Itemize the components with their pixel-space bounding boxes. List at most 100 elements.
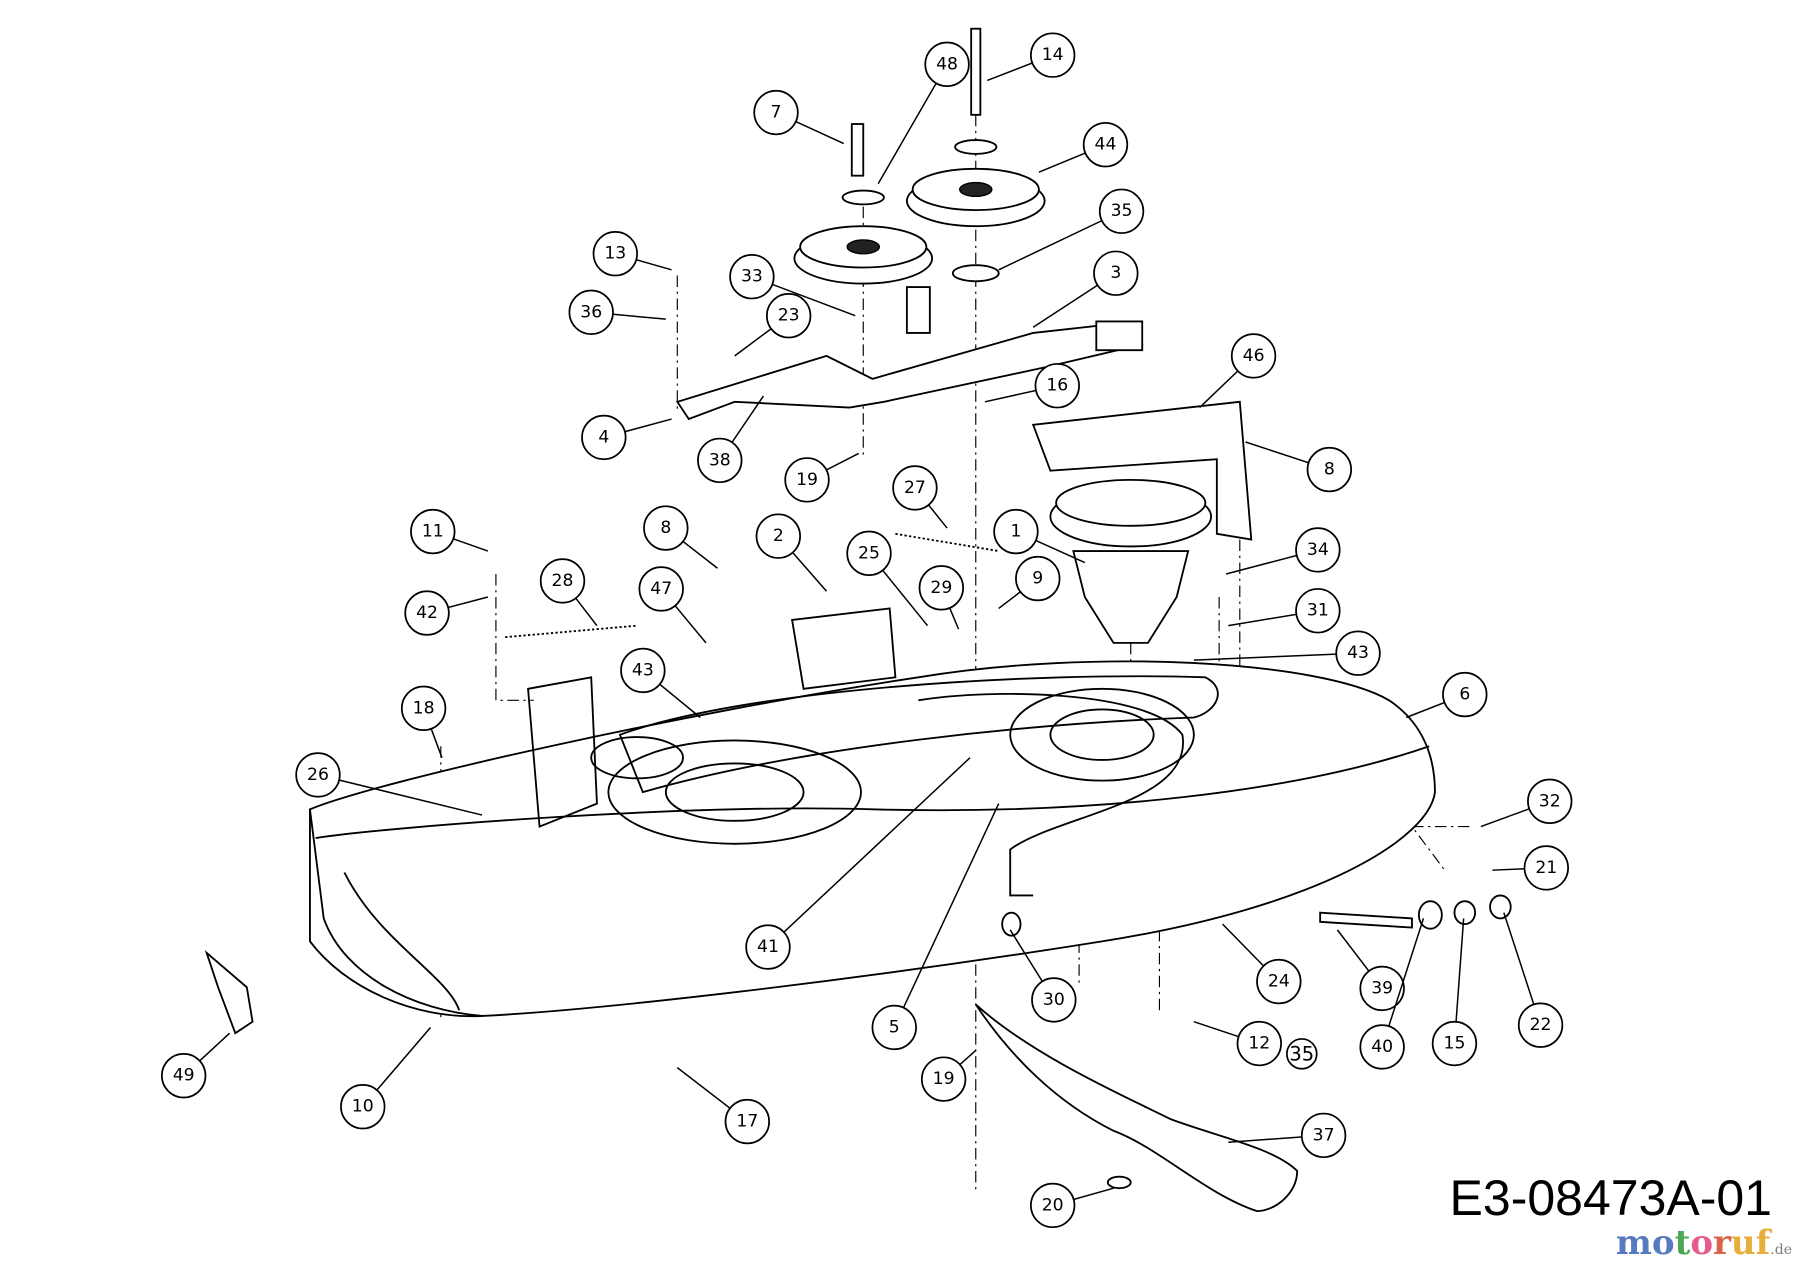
callout-circle <box>1359 965 1405 1012</box>
callout-number: 8 <box>660 518 671 538</box>
callout-circle <box>1015 555 1061 602</box>
callout-number: 3 <box>1110 263 1121 283</box>
callout-circle <box>1256 958 1302 1005</box>
callout-23: 23 <box>765 293 812 339</box>
logo-letter: r <box>1713 1223 1731 1263</box>
callout-number: 17 <box>736 1112 758 1132</box>
callout-number: 43 <box>1347 643 1369 663</box>
callout-circle <box>1523 845 1569 891</box>
callout-41: 41 <box>745 924 791 970</box>
leader-line <box>877 63 948 185</box>
callout-1: 1 <box>993 508 1039 555</box>
callout-40: 40 <box>1359 1024 1405 1070</box>
callout-circle <box>1335 630 1381 676</box>
callout-number: 25 <box>858 543 880 563</box>
callout-number: 37 <box>1313 1125 1335 1145</box>
leader-line <box>317 774 483 816</box>
callout-circle <box>400 685 447 731</box>
callout-circle <box>1300 1112 1347 1159</box>
callout-circle <box>924 41 970 87</box>
callout-circle <box>1093 250 1139 296</box>
callout-number: 16 <box>1046 376 1068 396</box>
callout-number: 26 <box>307 765 329 785</box>
callout-number: 33 <box>741 267 763 287</box>
callout-number: 31 <box>1307 601 1329 621</box>
callout-circle <box>539 558 586 604</box>
callout-number: 18 <box>413 698 435 718</box>
leader-line <box>998 210 1122 271</box>
callout-number: 48 <box>936 54 958 74</box>
callout-number: 27 <box>904 478 926 498</box>
callout-15: 15 <box>1431 1020 1478 1067</box>
callout-43: 43 <box>620 647 666 694</box>
callout-49: 49 <box>161 1052 207 1099</box>
callout-number: 24 <box>1268 972 1290 992</box>
callout-number: 29 <box>930 578 952 598</box>
callout-number: 40 <box>1371 1037 1393 1057</box>
callout-5: 5 <box>871 1004 917 1051</box>
callout-circle <box>161 1052 207 1099</box>
callout-circle <box>1295 527 1341 573</box>
watermark-logo: motoruf.de <box>1616 1223 1792 1270</box>
callout-number: 13 <box>604 244 626 264</box>
callout-circle <box>620 647 666 694</box>
callout-circle <box>729 254 775 300</box>
callout-circle <box>1527 778 1573 824</box>
callout-circle <box>1031 977 1077 1023</box>
callout-12: 12 <box>1236 1020 1282 1067</box>
callout-circle <box>892 465 938 511</box>
callout-44: 44 <box>1082 122 1129 168</box>
callout-number: 11 <box>422 522 444 542</box>
callout-circle <box>697 437 743 484</box>
callout-circle <box>846 530 892 577</box>
callout-circle <box>1286 1038 1318 1070</box>
callout-43: 43 <box>1335 630 1381 676</box>
callout-16: 16 <box>1034 363 1080 409</box>
callout-36: 36 <box>568 289 614 335</box>
callout-14: 14 <box>1030 32 1076 78</box>
callout-number: 9 <box>1032 569 1043 589</box>
leader-line <box>1193 652 1359 661</box>
logo-letter: f <box>1755 1223 1771 1263</box>
callout-3: 3 <box>1093 250 1139 296</box>
callout-number: 1 <box>1010 522 1021 542</box>
diagram-code: E3-08473A-01 <box>1449 1170 1772 1226</box>
callout-number: 34 <box>1307 540 1329 560</box>
callout-35: 35 <box>1098 188 1145 234</box>
callout-circle <box>1030 1182 1076 1229</box>
callout-7: 7 <box>753 89 799 136</box>
callout-circle <box>340 1083 386 1130</box>
callout-number: 2 <box>773 526 784 546</box>
callout-circle <box>753 89 799 136</box>
callout-number: 42 <box>416 603 438 623</box>
callout-circle <box>765 293 812 339</box>
callout-circle <box>1359 1024 1405 1070</box>
callout-circle <box>581 414 627 461</box>
callout-circle <box>1082 122 1129 168</box>
springs <box>505 532 999 639</box>
callout-20: 20 <box>1030 1182 1076 1229</box>
callout-11: 11 <box>410 508 456 555</box>
callout-37: 37 <box>1300 1112 1347 1159</box>
callout-circle <box>1431 1020 1478 1067</box>
callout-number: 35 <box>1111 201 1133 221</box>
callout-number: 5 <box>889 1017 900 1037</box>
callout-39: 39 <box>1359 965 1405 1012</box>
callout-number: 6 <box>1459 685 1470 705</box>
callout-circle <box>643 505 689 551</box>
callout-circle <box>1517 1002 1564 1048</box>
callout-circle <box>1236 1020 1282 1067</box>
callout-circle <box>1230 333 1277 379</box>
leader-line <box>893 803 1000 1028</box>
callout-28: 28 <box>539 558 586 604</box>
callout-26: 26 <box>295 752 341 798</box>
callout-number: 39 <box>1371 978 1393 998</box>
mower-deck <box>204 607 1436 1035</box>
callout-number: 15 <box>1444 1034 1466 1054</box>
blade <box>975 894 1512 1213</box>
callout-4: 4 <box>581 414 627 461</box>
callout-8: 8 <box>1306 446 1353 493</box>
callout-21: 21 <box>1523 845 1569 891</box>
